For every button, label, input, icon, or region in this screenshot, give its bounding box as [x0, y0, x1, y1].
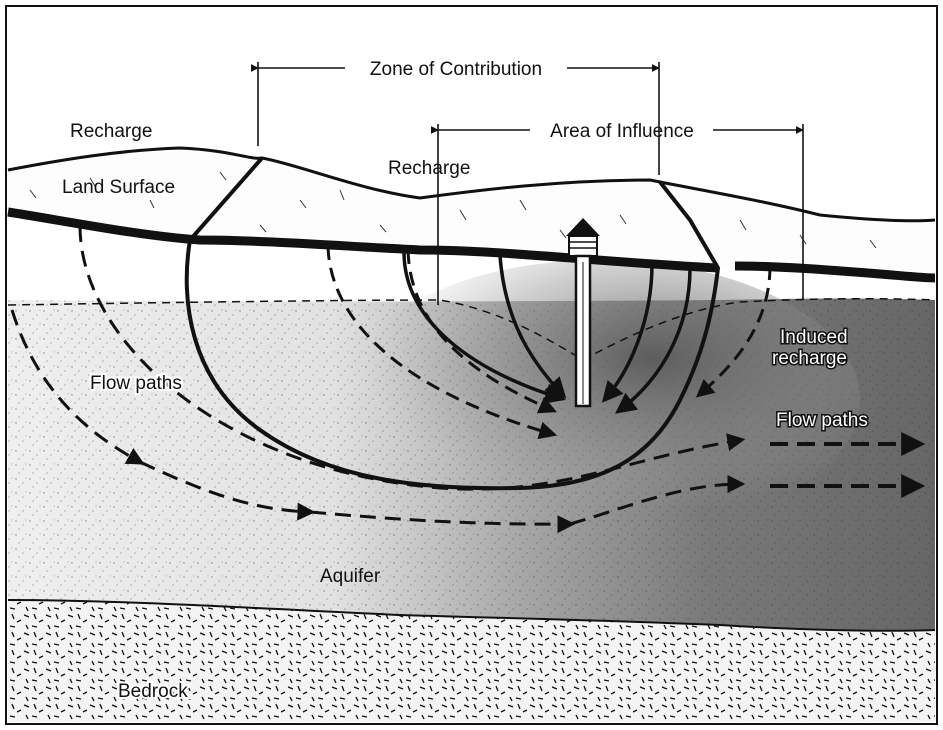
flow-paths-left-label: Flow paths [90, 373, 182, 394]
land-surface-label: Land Surface [62, 177, 175, 198]
area-of-influence-label: Area of Influence [550, 121, 694, 142]
zone-of-contribution-label: Zone of Contribution [370, 59, 542, 80]
recharge-left-label: Recharge [70, 121, 152, 142]
induced-recharge-label-line1: Induced [780, 327, 848, 348]
flow-paths-right-label: Flow paths [776, 410, 868, 431]
aquifer-label: Aquifer [320, 566, 381, 587]
induced-recharge-label-line2: recharge [772, 348, 847, 369]
recharge-center-label: Recharge [388, 158, 470, 179]
bedrock-label: Bedrock [118, 681, 188, 702]
